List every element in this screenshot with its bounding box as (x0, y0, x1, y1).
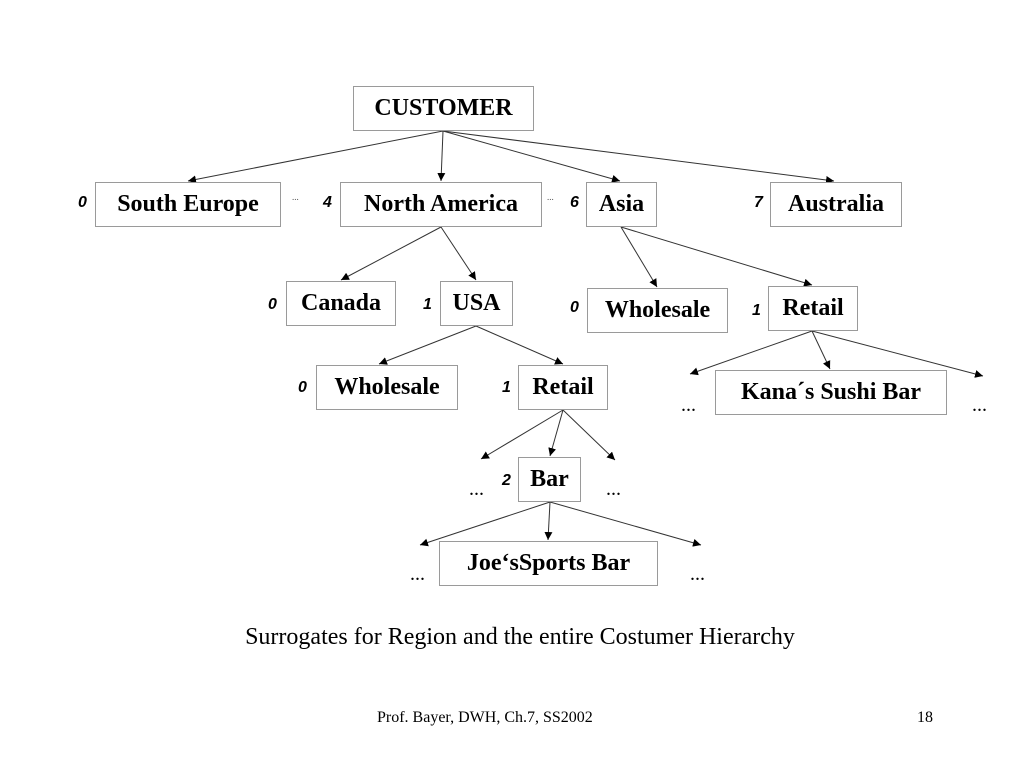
node-customer: CUSTOMER (353, 86, 534, 131)
surrogate-south-europe: 0 (78, 194, 87, 211)
edge-usa-retail-to-bar (548, 409, 564, 457)
ellipsis-asia-retail-left: ... (681, 394, 696, 416)
ellipsis-usa-retail-right: ... (606, 478, 621, 500)
edge-usa-to-retail (475, 325, 564, 365)
edge-customer-to-asia (442, 130, 621, 183)
edge-usa-to-wholesale (378, 325, 477, 365)
node-bar-label: Bar (530, 466, 569, 492)
small-ellipsis-left: ... (292, 192, 299, 202)
node-joes-sports-bar-label: Joe‘sSports Bar (466, 550, 631, 576)
node-joes-sports-bar: Joe‘sSports Bar (439, 541, 658, 586)
edge-bar-to-joes-sports-bar (544, 501, 553, 541)
node-asia-wholesale-label: Wholesale (604, 297, 711, 323)
node-canada: Canada (286, 281, 396, 326)
edge-customer-to-north-america (437, 130, 446, 182)
node-usa-wholesale: Wholesale (316, 365, 458, 410)
surrogate-usa-retail: 1 (502, 379, 511, 396)
node-asia-retail-label: Retail (782, 295, 844, 321)
node-north-america-label: North America (364, 191, 518, 217)
ellipsis-asia-retail-right: ... (972, 394, 987, 416)
ellipsis-bar-right: ... (690, 563, 705, 585)
footer-author: Prof. Bayer, DWH, Ch.7, SS2002 (377, 709, 593, 726)
surrogate-usa: 1 (423, 296, 432, 313)
edge-asia-to-wholesale (620, 226, 658, 288)
ellipsis-usa-retail-left: ... (469, 478, 484, 500)
node-asia-retail: Retail (768, 286, 858, 331)
edge-asia-to-retail (620, 226, 813, 287)
node-usa-retail: Retail (518, 365, 608, 410)
edge-bar-to-right (549, 501, 702, 547)
surrogate-canada: 0 (268, 296, 277, 313)
edge-asia-retail-to-left (689, 330, 813, 376)
node-customer-label: CUSTOMER (374, 95, 513, 121)
node-kanas-sushi-bar-label: Kana´s Sushi Bar (740, 379, 922, 405)
node-australia: Australia (770, 182, 902, 227)
node-asia-label: Asia (598, 191, 645, 217)
edge-asia-retail-to-kanas-sushi-bar (811, 330, 831, 370)
edge-bar-to-left (419, 501, 551, 547)
surrogate-usa-wholesale: 0 (298, 379, 307, 396)
node-bar: Bar (518, 457, 581, 502)
surrogate-asia: 6 (570, 194, 579, 211)
surrogate-asia-wholesale: 0 (570, 299, 579, 316)
edge-usa-retail-to-right (562, 409, 616, 461)
node-usa-wholesale-label: Wholesale (334, 374, 440, 400)
surrogate-asia-retail: 1 (752, 302, 761, 319)
edge-north-america-to-usa (440, 226, 477, 281)
node-usa-retail-label: Retail (532, 374, 594, 400)
surrogate-north-america: 4 (323, 194, 332, 211)
surrogate-australia: 7 (754, 194, 763, 211)
edge-asia-retail-to-right (811, 330, 984, 378)
edge-customer-to-australia (442, 130, 835, 184)
small-ellipsis-right: ... (547, 192, 554, 202)
surrogate-bar: 2 (502, 472, 511, 489)
slide-caption: Surrogates for Region and the entire Cos… (245, 624, 795, 650)
ellipsis-bar-left: ... (410, 563, 425, 585)
node-south-europe: South Europe (95, 182, 281, 227)
node-kanas-sushi-bar: Kana´s Sushi Bar (715, 370, 947, 415)
node-asia: Asia (586, 182, 657, 227)
edge-usa-retail-to-left (480, 409, 564, 460)
node-asia-wholesale: Wholesale (587, 288, 728, 333)
footer-page-number: 18 (917, 709, 933, 726)
edge-north-america-to-canada (340, 226, 442, 281)
node-south-europe-label: South Europe (117, 191, 259, 217)
node-canada-label: Canada (300, 290, 382, 316)
edge-customer-to-south-europe (187, 130, 444, 184)
node-australia-label: Australia (788, 191, 884, 217)
node-north-america: North America (340, 182, 542, 227)
node-usa-label: USA (452, 290, 501, 316)
node-usa: USA (440, 281, 513, 326)
